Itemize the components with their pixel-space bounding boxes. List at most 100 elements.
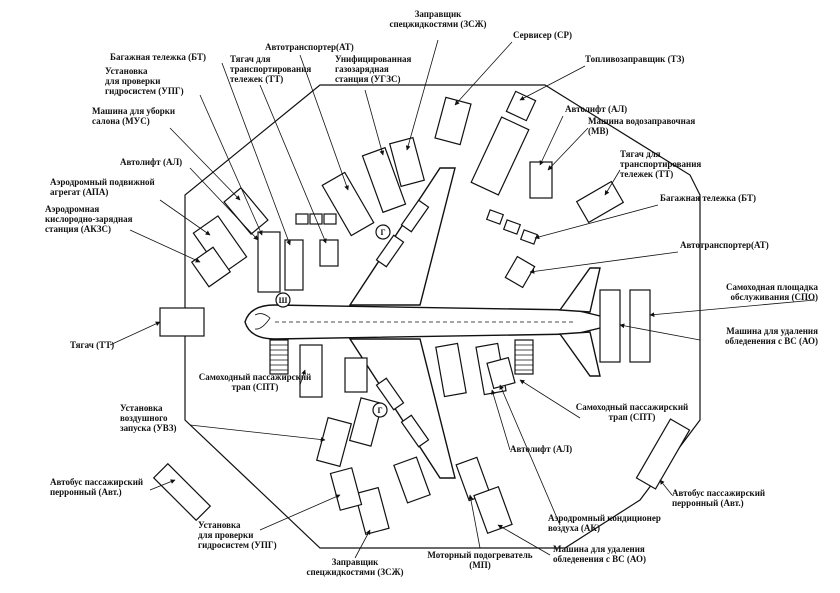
leader-al-top-r bbox=[539, 115, 564, 166]
vehicle-sr bbox=[434, 96, 472, 146]
marker-g-bottom-text: Г bbox=[377, 406, 382, 415]
vehicle-spo-2 bbox=[629, 289, 651, 363]
label-bt-right-line: Багажная тележка (БТ) bbox=[660, 193, 756, 203]
label-ak-line: воздуха (АК) bbox=[548, 523, 600, 533]
label-mp-line: Моторный подогреватель bbox=[427, 550, 532, 560]
leader-spt-right bbox=[519, 379, 581, 419]
label-spt-left-line: Самоходный пассажирский bbox=[199, 372, 311, 382]
label-spt-left-line: трап (СПТ) bbox=[232, 382, 279, 392]
label-at-right: Автотранспортер(АТ) bbox=[680, 240, 769, 250]
label-mv-line: (МВ) bbox=[588, 126, 609, 136]
vehicle-tt-tow bbox=[159, 307, 205, 337]
leader-at-top bbox=[299, 54, 349, 191]
label-al-top-r: Автолифт (АЛ) bbox=[565, 104, 627, 114]
label-bus-left-line: перронный (Авт.) bbox=[50, 487, 122, 497]
leader-bus-right bbox=[659, 479, 673, 496]
label-uvz-line: запуска (УВЗ) bbox=[120, 423, 177, 433]
vehicle-bt-right-2 bbox=[502, 219, 522, 235]
vehicle-bt-left bbox=[284, 239, 304, 291]
label-mus-line: салона (МУС) bbox=[92, 116, 150, 126]
label-spt-right-line: трап (СПТ) bbox=[609, 412, 656, 422]
leader-upg-top bbox=[199, 94, 263, 236]
label-al-bottom: Автолифт (АЛ) bbox=[510, 444, 572, 454]
label-upg-bottom-line: Установка bbox=[198, 520, 241, 530]
aircraft-stabilizer-lower bbox=[558, 331, 601, 377]
vehicle-under-1 bbox=[344, 357, 368, 393]
vehicle-zszh-top bbox=[388, 136, 426, 188]
label-ugzs-line: газозарядная bbox=[335, 64, 389, 74]
aircraft-engine bbox=[400, 414, 430, 448]
leader-mv bbox=[547, 127, 589, 171]
vehicle-ugzs bbox=[361, 146, 407, 214]
label-at-top: Автотранспортер(АТ) bbox=[265, 42, 354, 52]
vehicle-at-top bbox=[321, 171, 375, 237]
leader-tt-tow bbox=[109, 321, 161, 346]
leader-bus-left bbox=[149, 479, 176, 491]
label-ao-bottom-line: обледенения с ВС (АО) bbox=[553, 554, 646, 564]
label-bus-right-line: Автобус пассажирский bbox=[672, 488, 765, 498]
label-bt-right: Багажная тележка (БТ) bbox=[660, 193, 756, 203]
label-al-left-line: Автолифт (АЛ) bbox=[120, 157, 182, 167]
vehicle-tz bbox=[470, 116, 530, 196]
leader-bt-right bbox=[534, 204, 659, 240]
label-zszh-bottom-line: спецжидкостями (ЗСЖ) bbox=[306, 567, 403, 577]
leader-mus bbox=[169, 127, 241, 201]
vehicle-ak bbox=[486, 356, 516, 390]
vehicle-spo-1 bbox=[599, 289, 621, 363]
label-al-bottom-line: Автолифт (АЛ) bbox=[510, 444, 572, 454]
label-apa-line: агрегат (АПА) bbox=[50, 187, 108, 197]
label-spt-right-line: Самоходный пассажирский bbox=[576, 402, 688, 412]
leader-tz bbox=[519, 65, 586, 101]
label-ao-right-line: обледенения с ВС (АО) bbox=[725, 336, 818, 346]
leader-zszh-top bbox=[405, 39, 439, 151]
leader-tt-top bbox=[259, 84, 327, 244]
leader-spt-left bbox=[299, 369, 306, 386]
label-ak-line: Аэродромный кондиционер bbox=[548, 513, 661, 523]
service-area-boundary bbox=[184, 84, 701, 549]
leader-bt-left bbox=[221, 62, 291, 246]
leader-lines bbox=[109, 39, 816, 559]
marker-g-top: Г bbox=[375, 224, 391, 240]
label-spo-line: Самоходная площадка bbox=[726, 282, 818, 292]
label-tt-top-line: тележек (ТТ) bbox=[230, 74, 283, 84]
marker-sh: Ш bbox=[275, 292, 291, 308]
label-bt-left: Багажная тележка (БТ) bbox=[110, 52, 206, 62]
vehicle-spt-right bbox=[435, 342, 467, 398]
label-zszh-bottom-line: Заправщик bbox=[332, 557, 379, 567]
leader-al-left bbox=[189, 167, 259, 241]
aircraft-wing-upper bbox=[348, 167, 456, 306]
label-mv-line: Машина водозаправочная bbox=[588, 116, 695, 126]
label-mp: Моторный подогреватель(МП) bbox=[427, 550, 532, 570]
label-upg-top-line: для проверки bbox=[105, 76, 160, 86]
vehicle-bt-right-3 bbox=[519, 229, 539, 245]
label-uvz-line: Установка bbox=[120, 403, 163, 413]
label-ao-right-line: Машина для удаления bbox=[726, 326, 818, 336]
leader-ugzs bbox=[364, 89, 385, 156]
aircraft-engine bbox=[400, 199, 430, 233]
label-mus-line: Машина для уборки bbox=[92, 106, 175, 116]
leader-spo bbox=[649, 299, 816, 317]
aircraft-stabilizer-upper bbox=[558, 267, 601, 313]
aircraft bbox=[244, 167, 606, 479]
label-upg-top-line: гидросистем (УПГ) bbox=[105, 86, 184, 96]
leader-ao-bottom bbox=[497, 524, 551, 556]
leader-ak bbox=[499, 384, 561, 526]
vehicle-mp-1 bbox=[393, 456, 431, 504]
label-at-top-line: Автотранспортер(АТ) bbox=[265, 42, 354, 52]
vehicle-at-right bbox=[504, 255, 536, 289]
stairs-left bbox=[269, 339, 289, 375]
